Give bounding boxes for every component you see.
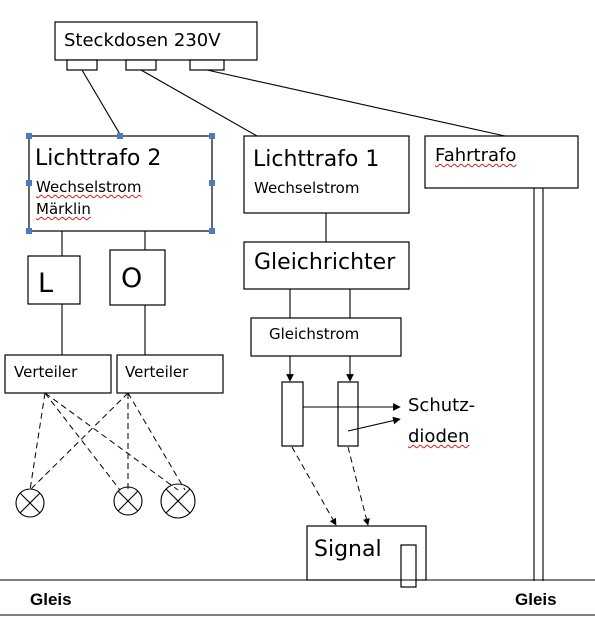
schutzdioden-label-line2: dioden [408, 426, 470, 447]
lichttrafo2-box[interactable] [28, 135, 213, 232]
lichttrafo2-brand: Märklin [36, 200, 91, 218]
gleis-left-label: Gleis [30, 590, 72, 609]
lichttrafo2-title: Lichttrafo 2 [35, 146, 162, 171]
verteiler-left-box [4, 354, 112, 394]
diode-right [337, 381, 359, 447]
steckdosen-label: Steckdosen 230V [64, 30, 221, 51]
cable-to-fahrtrafo [206, 69, 506, 137]
switch-l-label: L [38, 268, 54, 299]
gleichrichter-label: Gleichrichter [254, 250, 396, 275]
switch-l-box [27, 255, 81, 305]
wire-diode-signal-left [291, 446, 337, 526]
lichttrafo1-title: Lichttrafo 1 [253, 147, 380, 172]
lichttrafo2-current-type: Wechselstrom [36, 178, 142, 196]
socket-1 [66, 59, 98, 71]
fahrtrafo-label: Fahrtrafo [435, 145, 517, 166]
gleis-right-label: Gleis [515, 590, 557, 609]
lamp-2 [113, 486, 143, 516]
lamp-wiring [29, 392, 186, 491]
gleichrichter-box [243, 241, 410, 290]
gleichstrom-label: Gleichstrom [269, 325, 360, 343]
verteiler-left-label: Verteiler [14, 363, 78, 381]
switch-o-box [109, 249, 166, 306]
wire-diode-signal-right [347, 446, 370, 526]
selection-handles[interactable] [26, 133, 215, 234]
cable-to-lichttrafo1 [140, 69, 258, 137]
lichttrafo1-current-type: Wechselstrom [254, 179, 360, 197]
signal-post [400, 544, 417, 588]
fahrtrafo-box [424, 135, 579, 189]
lamp-1 [15, 488, 45, 518]
diode-left [281, 381, 304, 447]
lamp-3 [160, 483, 196, 519]
pointer-diode-right [347, 416, 401, 432]
verteiler-right-box [116, 354, 224, 394]
verteiler-right-label: Verteiler [125, 363, 189, 381]
schutzdioden-label-line1: Schutz- [408, 395, 476, 416]
steckdosen-box [54, 21, 258, 61]
lichttrafo1-box [243, 135, 410, 214]
gleichstrom-box [250, 317, 402, 357]
switch-o-label: O [121, 263, 143, 294]
cable-to-lichttrafo2 [81, 69, 122, 137]
socket-3 [189, 59, 225, 71]
signal-label: Signal [314, 537, 382, 562]
socket-2 [125, 59, 157, 71]
